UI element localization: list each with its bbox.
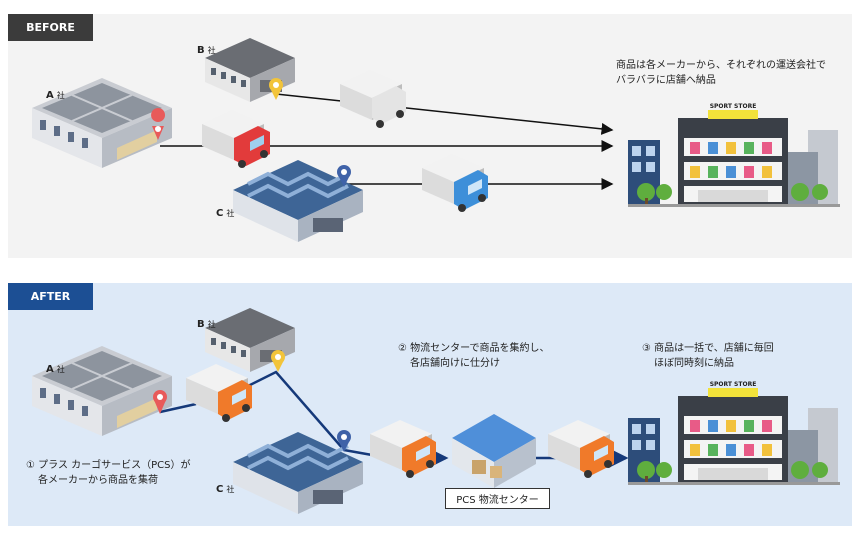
truck-orange-center-icon bbox=[370, 420, 436, 478]
truck-orange-pickup-icon bbox=[186, 364, 252, 422]
before-note-line1: 商品は各メーカーから、それぞれの運送会社で bbox=[616, 60, 826, 71]
step1-note: ① プラス カーゴサービス（PCS）が 各メーカーから商品を集荷 bbox=[26, 458, 190, 488]
step2-note: ② 物流センターで商品を集約し、 各店舗向けに仕分け bbox=[398, 341, 550, 371]
after-tag: AFTER bbox=[8, 283, 93, 310]
truck-red-icon bbox=[202, 110, 270, 168]
store-before-icon bbox=[628, 110, 840, 207]
before-tag: BEFORE bbox=[8, 14, 93, 41]
pcs-center-label: PCS 物流センター bbox=[445, 488, 550, 509]
before-note-line2: バラバラに店舗へ納品 bbox=[616, 75, 716, 86]
store-sign-after: SPORT STORE bbox=[710, 381, 757, 388]
step3-line1: ③ 商品は一括で、店舗に毎回 bbox=[642, 343, 774, 354]
store-sign-before: SPORT STORE bbox=[710, 103, 757, 110]
pin-b-after-icon bbox=[271, 350, 285, 372]
factory-b-icon bbox=[205, 38, 295, 102]
step3-note: ③ 商品は一括で、店舗に毎回 ほぼ同時刻に納品 bbox=[642, 341, 774, 371]
pin-b-icon bbox=[269, 78, 283, 100]
pickup-route-a bbox=[159, 402, 197, 414]
truck-white-icon bbox=[340, 70, 406, 128]
pin-c-after-icon bbox=[337, 430, 351, 452]
truck-orange-delivery-icon bbox=[548, 420, 614, 478]
route-b-arrow bbox=[275, 93, 614, 135]
step1-line2: 各メーカーから商品を集荷 bbox=[38, 475, 158, 486]
step3-line2: ほぼ同時刻に納品 bbox=[654, 358, 734, 369]
pin-a-after-icon bbox=[153, 390, 167, 414]
step1-line1: ① プラス カーゴサービス（PCS）が bbox=[26, 460, 191, 471]
before-note: 商品は各メーカーから、それぞれの運送会社で バラバラに店舗へ納品 bbox=[616, 58, 826, 88]
pin-c-icon bbox=[337, 165, 351, 187]
factory-a-after-icon bbox=[31, 345, 173, 437]
step2-line1: ② 物流センターで商品を集約し、 bbox=[398, 343, 550, 354]
pin-a-icon bbox=[151, 108, 166, 140]
step2-line2: 各店舗向けに仕分け bbox=[410, 358, 500, 369]
store-after-icon bbox=[628, 388, 840, 485]
distribution-center-icon bbox=[452, 414, 536, 488]
truck-blue-icon bbox=[422, 154, 488, 212]
pickup-route-c bbox=[343, 448, 373, 457]
